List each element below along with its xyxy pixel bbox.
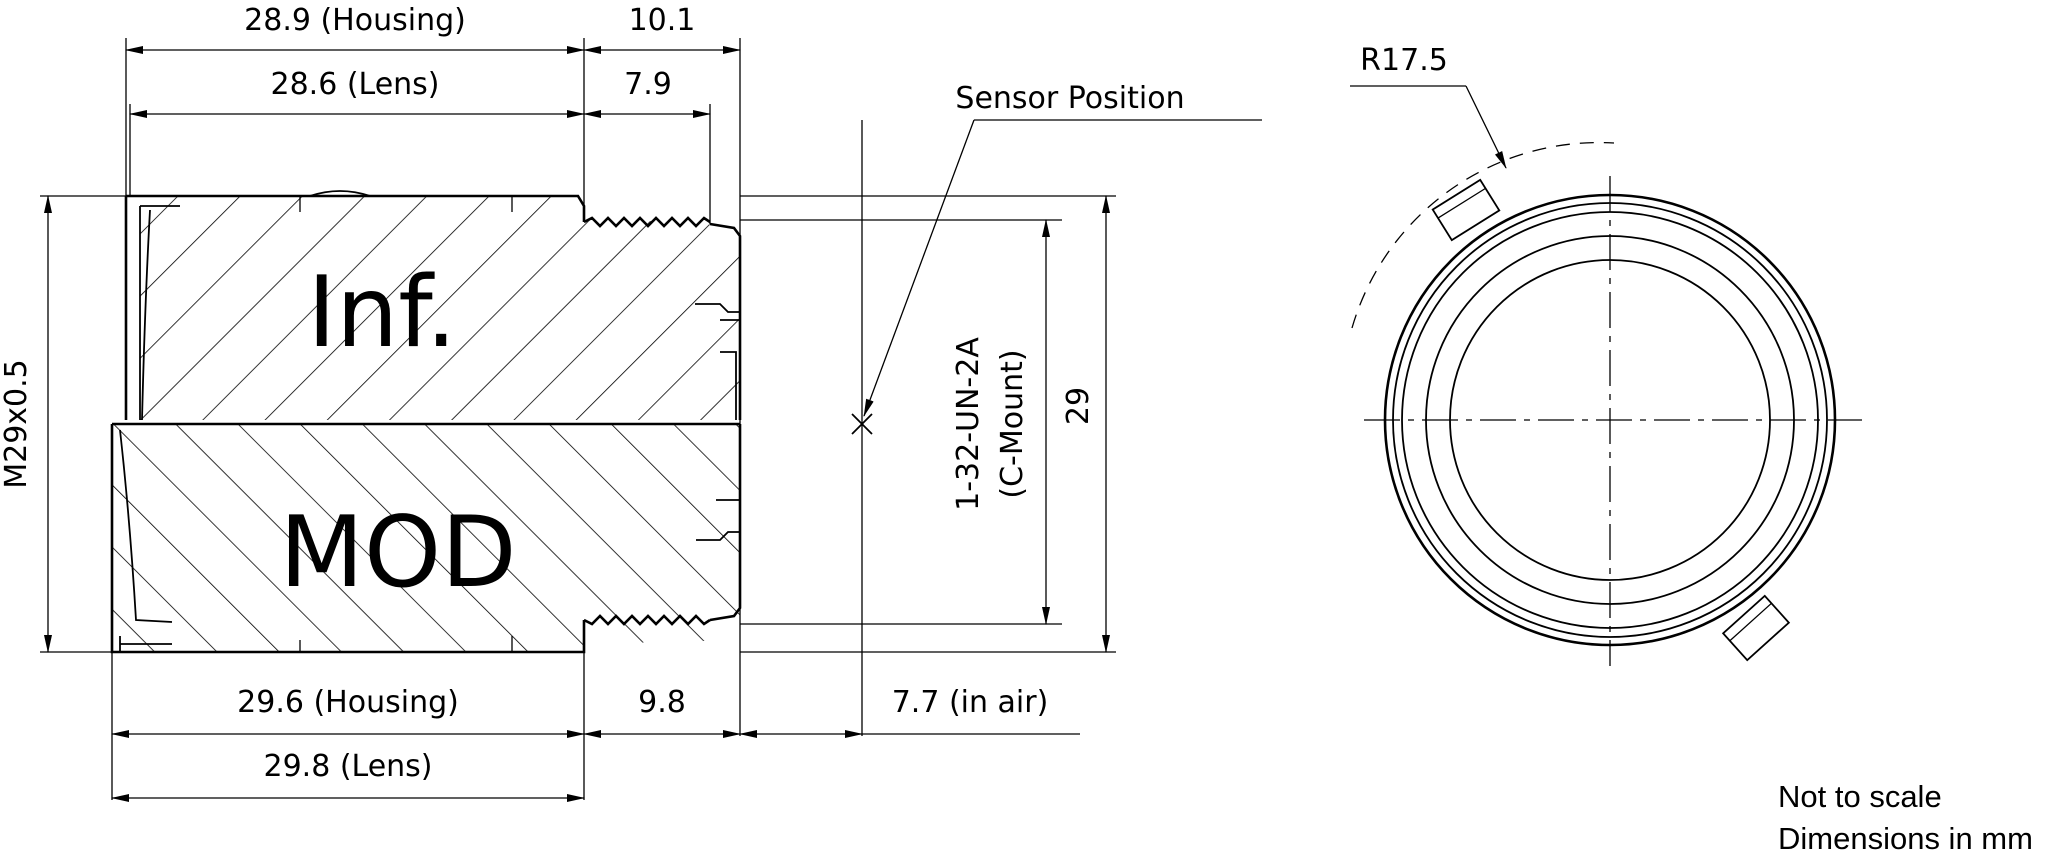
- locking-screw-bottom: [1721, 594, 1791, 662]
- label-mod: MOD: [279, 496, 516, 610]
- dim-radius: R17.5: [1360, 43, 1448, 78]
- sensor-position-marker: [851, 119, 1262, 435]
- side-view: 28.9 (Housing) 10.1 28.6 (Lens) 7.9 29.6…: [0, 3, 1262, 802]
- dim-lens-mod: 29.8 (Lens): [263, 749, 432, 784]
- locking-screw-top: [1431, 178, 1501, 242]
- outer-ring-inner-edge: [1392, 202, 1828, 638]
- lens-barrel-ring: [1425, 235, 1795, 605]
- outer-ring: [1383, 193, 1837, 647]
- notes: Not to scale Dimensions in mm: [1778, 776, 2033, 860]
- dim-thread-type: (C-Mount): [995, 349, 1030, 498]
- radius-arc: [1351, 141, 1615, 329]
- section-mod: [110, 422, 742, 654]
- section-inf: [124, 190, 742, 421]
- sensor-position-label: Sensor Position: [955, 81, 1184, 116]
- note-scale: Not to scale: [1778, 779, 1942, 814]
- front-glass: [1449, 259, 1771, 581]
- dim-housing-inf: 28.9 (Housing): [244, 3, 466, 38]
- extension-lines: [40, 38, 1116, 800]
- dim-mount-outer-inf: 10.1: [629, 3, 696, 38]
- label-infinity: Inf.: [307, 256, 457, 370]
- front-view: R17.5: [1350, 43, 1862, 666]
- note-units: Dimensions in mm: [1778, 821, 2033, 856]
- dim-air-gap: 7.7 (in air): [892, 685, 1049, 720]
- dimension-lines: [44, 46, 1110, 802]
- dim-filter-thread: M29x0.5: [0, 359, 34, 489]
- dim-mount-inner-inf: 7.9: [624, 67, 672, 102]
- dim-lens-inf: 28.6 (Lens): [270, 67, 439, 102]
- dim-housing-mod: 29.6 (Housing): [237, 685, 459, 720]
- dim-diameter: 29: [1061, 387, 1096, 425]
- dim-mount-mod: 9.8: [638, 685, 686, 720]
- dim-thread-spec: 1-32-UN-2A: [951, 337, 986, 511]
- housing-ring: [1401, 211, 1819, 629]
